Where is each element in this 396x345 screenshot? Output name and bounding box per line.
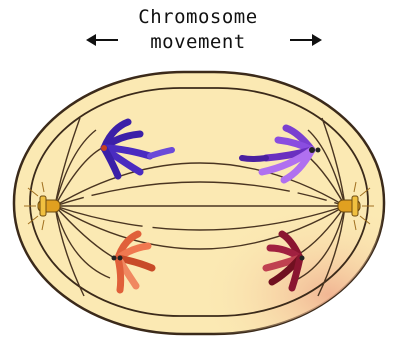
caption-line-2: movement bbox=[0, 31, 396, 53]
cell-shading bbox=[14, 72, 384, 334]
caption-line-1: Chromosome bbox=[0, 6, 396, 28]
